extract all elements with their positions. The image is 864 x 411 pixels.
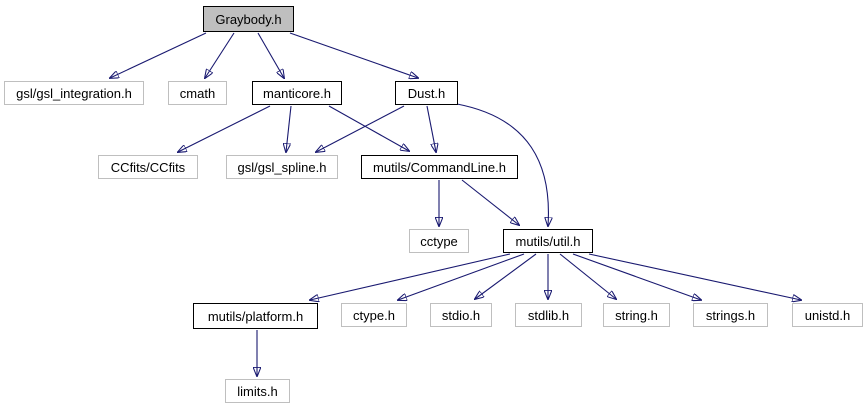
node-ccfits-ccfits: CCfits/CCfits <box>98 155 198 179</box>
edge-graybody-dust <box>289 32 418 78</box>
edge-dust-util <box>456 103 548 226</box>
edge-util-platform <box>310 253 511 300</box>
node-strings-h: strings.h <box>693 303 768 327</box>
edge-util-string <box>559 253 616 299</box>
edge-util-unistd <box>588 253 801 300</box>
edge-dust-commandline <box>426 105 436 152</box>
edge-util-stdio <box>475 253 537 299</box>
node-unistd-h: unistd.h <box>792 303 863 327</box>
node-dust-h[interactable]: Dust.h <box>395 81 458 105</box>
edge-dust-gslspline <box>316 105 405 152</box>
edge-util-strings <box>572 253 701 300</box>
node-stdio-h: stdio.h <box>430 303 492 327</box>
node-stdlib-h: stdlib.h <box>515 303 582 327</box>
node-graybody-h: Graybody.h <box>203 6 294 32</box>
node-cctype: cctype <box>409 229 469 253</box>
node-cmath: cmath <box>168 81 227 105</box>
node-mutils-util-h[interactable]: mutils/util.h <box>503 229 593 253</box>
node-mutils-commandline-h[interactable]: mutils/CommandLine.h <box>361 155 518 179</box>
edge-util-ctype <box>398 253 525 300</box>
edge-graybody-gslintegration <box>110 32 207 78</box>
edge-graybody-manticore <box>257 32 284 78</box>
node-manticore-h[interactable]: manticore.h <box>252 81 342 105</box>
edge-graybody-cmath <box>205 32 235 78</box>
edge-manticore-ccfits <box>178 105 271 152</box>
node-gsl-gsl-integration-h: gsl/gsl_integration.h <box>4 81 144 105</box>
node-ctype-h: ctype.h <box>341 303 407 327</box>
node-gsl-gsl-spline-h: gsl/gsl_spline.h <box>226 155 338 179</box>
node-mutils-platform-h[interactable]: mutils/platform.h <box>193 303 318 329</box>
edge-manticore-commandline <box>328 105 409 151</box>
edge-commandline-util <box>461 179 519 225</box>
node-limits-h: limits.h <box>225 379 290 403</box>
node-string-h: string.h <box>603 303 670 327</box>
edge-manticore-gslspline <box>286 105 292 152</box>
